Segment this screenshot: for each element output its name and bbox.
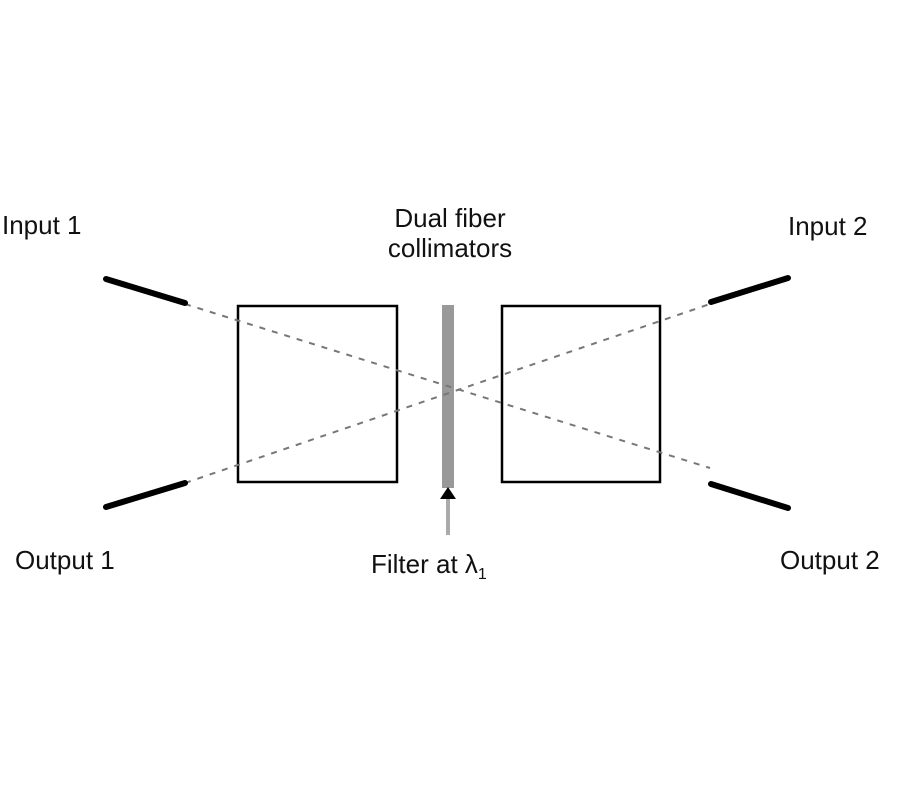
label-filter-text: Filter at [371,549,465,579]
label-output1: Output 1 [15,545,115,575]
beam-input1-to-output2 [184,303,711,469]
right-collimator-box [500,304,662,484]
fiber-input1 [103,276,188,306]
left-collimator-box [236,304,399,484]
label-output2: Output 2 [780,545,880,575]
label-input2: Input 2 [788,211,868,241]
fiber-input2 [708,275,791,305]
label-collimators: Dual fiber collimators [350,203,550,263]
label-filter: Filter at λ1 [371,549,487,590]
fiber-output1 [103,480,188,510]
filter-plate [442,305,454,488]
label-collimators-line2: collimators [387,233,513,263]
filter-arrow-head-icon [440,487,456,499]
label-filter-subscript: 1 [477,566,487,583]
beam-output1-to-input2 [184,303,711,484]
label-filter-lambda: λ [464,549,478,579]
label-input1: Input 1 [2,210,82,240]
fiber-output2 [708,481,791,511]
label-collimators-line1: Dual fiber [394,203,506,233]
